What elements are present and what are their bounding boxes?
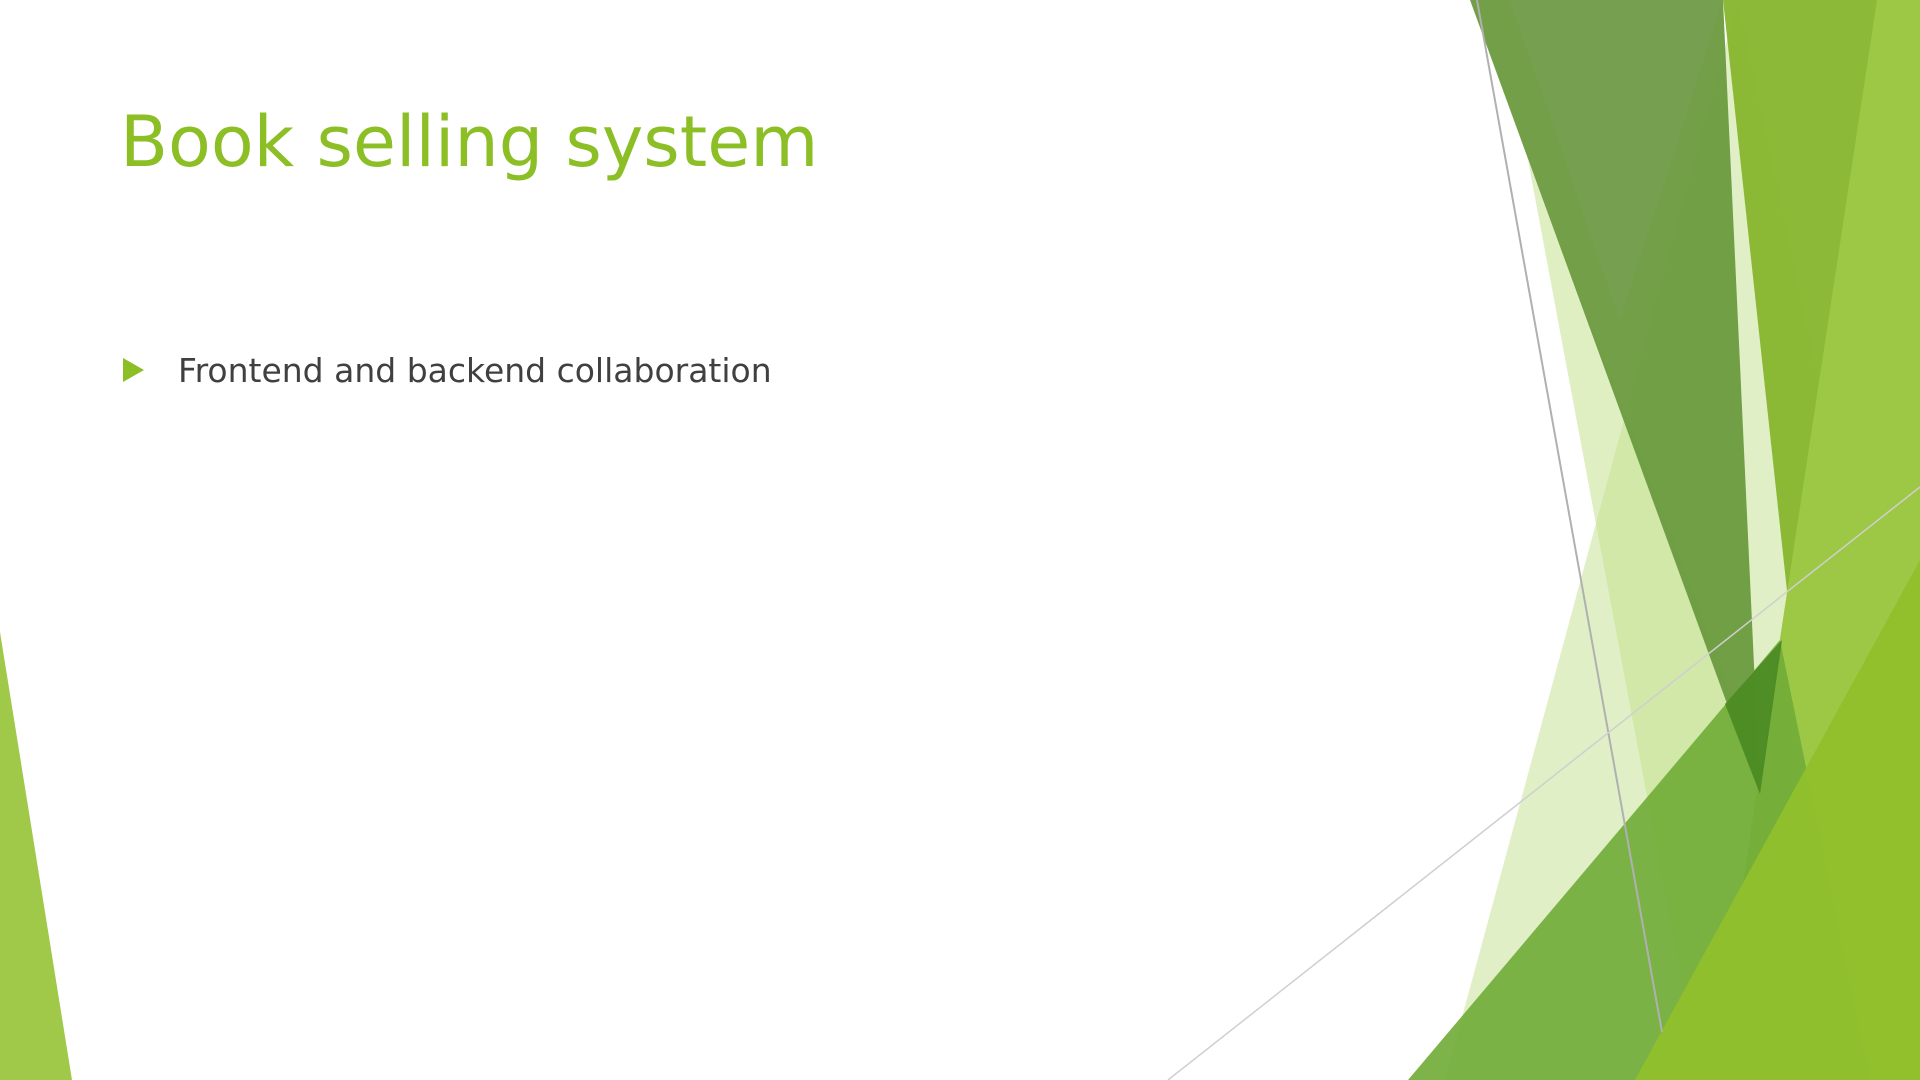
slide-title: Book selling system (120, 101, 819, 183)
bullet-item: Frontend and backend collaboration (120, 345, 772, 395)
deep-overlap-shape (1725, 640, 1782, 794)
bullet-text: Frontend and backend collaboration (178, 350, 772, 390)
thin-line-vertical (1476, 0, 1663, 1033)
left-edge-shape (0, 632, 72, 1080)
thin-line-diagonal (1167, 486, 1920, 1080)
dark-band-overlay-shape (1510, 0, 1723, 320)
triangle-right-icon (123, 358, 144, 382)
yellow-green-triangle-shape (1635, 560, 1920, 1080)
bullet-list: Frontend and backend collaboration (120, 345, 772, 395)
dark-band-shape (1470, 0, 1760, 794)
